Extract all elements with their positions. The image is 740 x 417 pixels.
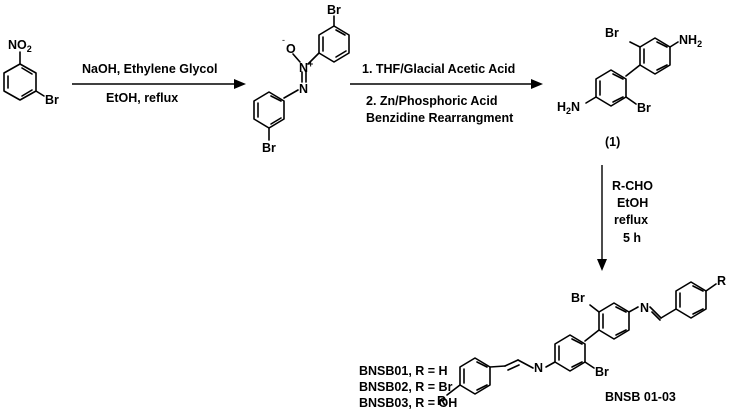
compound1-nh2-left: H2N [557,100,580,116]
compound1-number: (1) [605,135,620,149]
azoxy-n-label: N [299,82,308,96]
azoxy-nplus-label: N+ [299,59,313,75]
legend-bnsb01: BNSB01, R = H [359,364,448,378]
step1-conditions-line1: NaOH, Ethylene Glycol [82,62,217,76]
legend-bnsb03: BNSB03, R = OH [359,396,457,410]
start-nitro-label: NO2 [8,38,32,54]
product-r-right: R [717,274,726,288]
step2-conditions-line1: 1. THF/Glacial Acetic Acid [362,62,515,76]
step2-conditions-line3: Benzidine Rearrangment [366,111,514,125]
step3-conditions-line2: EtOH [617,196,648,210]
reaction-arrow-1 [72,79,246,89]
compound1-br-top: Br [605,26,619,40]
azoxy-structure [253,15,350,141]
step1-conditions-line2: EtOH, reflux [106,91,178,105]
start-br-label: Br [45,93,59,107]
step3-conditions-line4: 5 h [623,231,641,245]
step3-conditions-line1: R-CHO [612,179,653,193]
azoxy-br-bottom: Br [262,141,276,155]
azoxy-o-label: O [286,42,296,56]
compound-1-structure [585,37,679,107]
product-structure [446,281,717,396]
compound1-br-bottom: Br [637,101,651,115]
step2-conditions-line2: 2. Zn/Phosphoric Acid [366,94,498,108]
compound1-nh2-right: NH2 [679,33,702,49]
product-br-bottom: Br [595,365,609,379]
step3-conditions-line3: reflux [614,213,648,227]
reaction-arrow-3 [597,165,607,271]
reaction-arrow-2 [350,79,543,89]
azoxy-br-top: Br [327,3,341,17]
product-name: BNSB 01-03 [605,390,676,404]
product-n-left: N [534,361,543,375]
azoxy-o-charge: - [282,35,285,45]
legend-bnsb02: BNSB02, R = Br [359,380,453,394]
start-material-structure [3,51,45,101]
product-n-right: N [640,301,649,315]
product-r-left: R [437,394,446,408]
product-br-top: Br [571,291,585,305]
